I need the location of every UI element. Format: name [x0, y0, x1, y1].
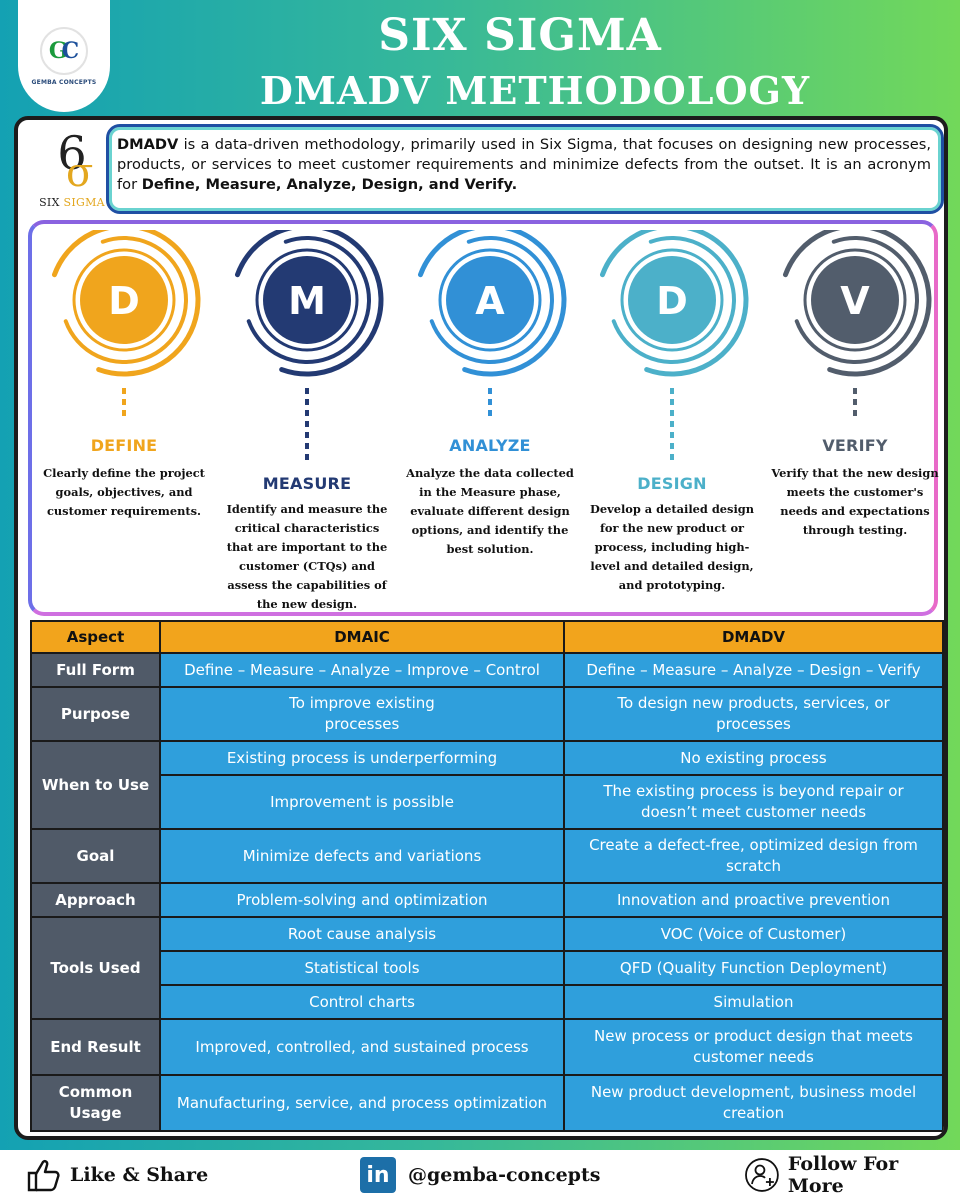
- add-user-icon: [745, 1158, 779, 1192]
- dmaic-cell: Improved, controlled, and sustained proc…: [159, 1018, 565, 1076]
- footer: Like & Share in @gemba-concepts Follow F…: [0, 1150, 960, 1200]
- phase-letter: D: [108, 279, 140, 323]
- dmaic-cell: Existing process is underperforming: [159, 740, 565, 776]
- table-row: Improvement is possible The existing pro…: [31, 774, 944, 830]
- dmadv-cell: Innovation and proactive prevention: [563, 882, 944, 918]
- aspect-cell: When to Use: [30, 740, 161, 830]
- table-row: Goal Minimize defects and variations Cre…: [30, 828, 944, 884]
- dmadv-cell: Define – Measure – Analyze – Design – Ve…: [563, 652, 944, 688]
- intro-lead: DMADV: [117, 136, 179, 153]
- phase-analyze: A ANALYZE Analyze the data collected in th…: [400, 224, 580, 614]
- follow-label: Follow For More: [787, 1153, 899, 1197]
- dmaic-cell: Manufacturing, service, and process opti…: [159, 1074, 565, 1132]
- phase-define: D DEFINE Clearly define the project goals,…: [34, 224, 214, 614]
- dmadv-cell: QFD (Quality Function Deployment): [563, 950, 944, 986]
- phase-badge: D: [599, 230, 749, 460]
- dmaic-cell: To improve existing processes: [159, 686, 565, 742]
- gemba-logo-text: GEMBA CONCEPTS: [31, 78, 97, 86]
- header-dmadv: DMADV: [563, 620, 944, 654]
- table-row: Control charts Simulation: [31, 984, 944, 1020]
- linkedin-link[interactable]: in @gemba-concepts: [360, 1150, 600, 1200]
- six-sigma-logo: 6 σ SIX SIGMA: [39, 126, 105, 209]
- dmaic-cell: Minimize defects and variations: [159, 828, 565, 884]
- table-row: Statistical tools QFD (Quality Function …: [31, 950, 944, 986]
- page-title: SIX SIGMA: [378, 10, 662, 61]
- dmadv-cell: To design new products, services, or pro…: [563, 686, 944, 742]
- header-dmaic: DMAIC: [159, 620, 565, 654]
- table-row: When to Use Existing process is underper…: [30, 740, 944, 830]
- phase-title: VERIFY: [822, 436, 888, 455]
- dmadv-cell: The existing process is beyond repair or…: [563, 774, 944, 830]
- phase-description: Identify and measure the critical charac…: [226, 502, 388, 611]
- phase-letter: D: [656, 279, 688, 323]
- follow-button[interactable]: Follow For More: [744, 1150, 960, 1200]
- phase-letter: M: [288, 279, 326, 323]
- dmadv-cell: New product development, business model …: [563, 1074, 944, 1132]
- intro-text: is a data-driven methodology, primarily …: [117, 136, 931, 193]
- phase-description: Develop a detailed design for the new pr…: [589, 502, 755, 592]
- like-share-button[interactable]: Like & Share: [26, 1150, 208, 1200]
- aspect-cell: Approach: [30, 882, 161, 918]
- phase-badge: V: [782, 230, 932, 416]
- linkedin-handle: @gemba-concepts: [408, 1164, 601, 1186]
- dmaic-cell: Improvement is possible: [159, 774, 565, 830]
- aspect-cell: Goal: [30, 828, 161, 884]
- dmaic-cell: Problem-solving and optimization: [159, 882, 565, 918]
- header-aspect: Aspect: [30, 620, 161, 654]
- phase-description: Analyze the data collected in the Measur…: [406, 466, 574, 556]
- comparison-table: Aspect DMAIC DMADV Full Form Define – Me…: [30, 620, 944, 1132]
- dmadv-cell: Simulation: [563, 984, 944, 1020]
- table-row: End Result Improved, controlled, and sus…: [30, 1018, 944, 1076]
- phase-description: Clearly define the project goals, object…: [43, 466, 205, 518]
- dmaic-cell: Root cause analysis: [159, 916, 565, 952]
- like-share-label: Like & Share: [70, 1164, 209, 1186]
- page-subtitle: DMADV METHODOLOGY: [259, 68, 811, 113]
- thumbs-up-icon: [27, 1160, 60, 1192]
- dmadv-cell: VOC (Voice of Customer): [563, 916, 944, 952]
- table-row: Full Form Define – Measure – Analyze – I…: [30, 652, 944, 688]
- phase-measure: M MEASURE Identify and measure the critica…: [217, 224, 397, 614]
- linkedin-icon: in: [360, 1157, 396, 1193]
- header: SIX SIGMA DMADV METHODOLOGY: [0, 0, 960, 120]
- phase-badge: M: [234, 230, 384, 460]
- phase-badge: A: [417, 230, 567, 416]
- dmadv-cell: New process or product design that meets…: [563, 1018, 944, 1076]
- aspect-cell: Common Usage: [30, 1074, 161, 1132]
- aspect-cell: Tools Used: [30, 916, 161, 1020]
- table-row: Tools Used Root cause analysis VOC (Voic…: [30, 916, 944, 1020]
- dmaic-cell: Define – Measure – Analyze – Improve – C…: [159, 652, 565, 688]
- table-row: Approach Problem-solving and optimizatio…: [30, 882, 944, 918]
- table-row: Common Usage Manufacturing, service, and…: [30, 1074, 944, 1132]
- phase-verify: V VERIFY Verify that the new design meets …: [765, 224, 944, 614]
- intro-box: DMADV is a data-driven methodology, prim…: [106, 124, 944, 214]
- aspect-cell: Full Form: [30, 652, 161, 688]
- phase-title: DESIGN: [637, 474, 707, 493]
- phase-badge: D: [51, 230, 201, 416]
- dmadv-cell: Create a defect-free, optimized design f…: [563, 828, 944, 884]
- aspect-cell: End Result: [30, 1018, 161, 1076]
- aspect-cell: Purpose: [30, 686, 161, 742]
- main-panel: 6 σ SIX SIGMA DMADV is a data-driven met…: [14, 116, 948, 1140]
- phases-box: D DEFINE Clearly define the project goals,…: [28, 220, 939, 616]
- dmaic-cell: Control charts: [159, 984, 565, 1020]
- phase-title: ANALYZE: [449, 436, 531, 455]
- table-header-row: Aspect DMAIC DMADV: [30, 620, 944, 654]
- phase-title: DEFINE: [90, 436, 158, 455]
- phase-letter: V: [840, 279, 870, 323]
- intro-acronym: Define, Measure, Analyze, Design, and Ve…: [141, 176, 518, 193]
- phase-description: Verify that the new design meets the cus…: [771, 466, 939, 537]
- dmaic-cell: Statistical tools: [159, 950, 565, 986]
- dmadv-cell: No existing process: [563, 740, 944, 776]
- phase-design: D DESIGN Develop a detailed design for the…: [582, 224, 762, 614]
- table-row: Purpose To improve existing processes To…: [30, 686, 944, 742]
- phase-letter: A: [475, 279, 505, 323]
- phase-title: MEASURE: [262, 474, 352, 493]
